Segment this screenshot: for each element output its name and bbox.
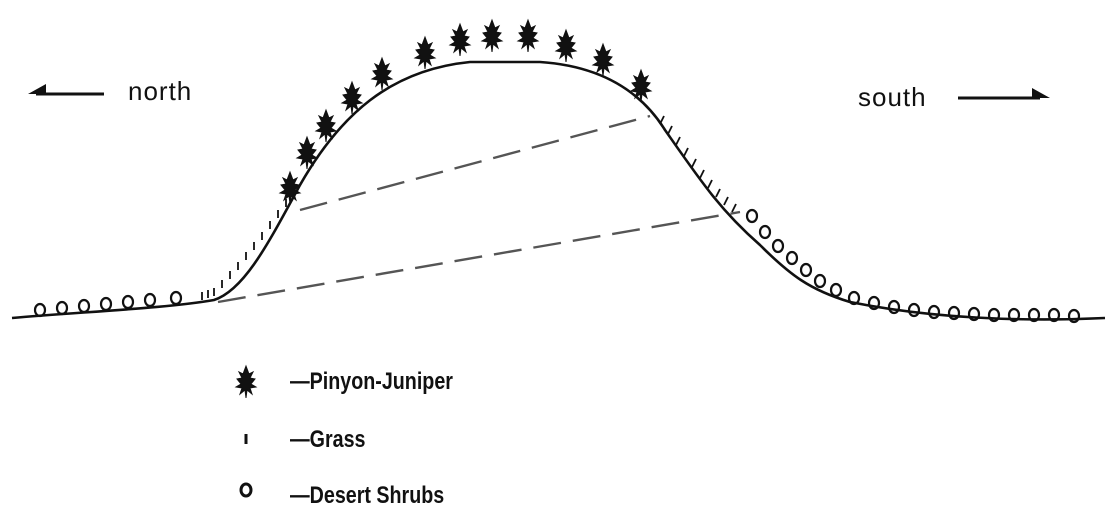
pinyon-juniper-icon	[236, 366, 256, 398]
desert-shrubs	[35, 210, 1079, 322]
legend-label-desert-shrubs: —Desert Shrubs	[290, 482, 444, 510]
north-label: north	[128, 76, 192, 107]
south-arrow	[958, 88, 1050, 98]
pinyon-juniper-trees	[280, 20, 651, 204]
strata-line-upper	[300, 116, 650, 210]
legend-label-pinyon-juniper: —Pinyon-Juniper	[290, 368, 453, 396]
legend-symbols	[236, 366, 256, 496]
strata-line-lower	[218, 212, 740, 302]
south-label: south	[858, 82, 927, 113]
legend-label-grass: —Grass	[290, 426, 365, 454]
desert-shrub-icon	[241, 484, 251, 496]
grass-marks	[202, 116, 736, 300]
north-arrow	[28, 84, 104, 94]
